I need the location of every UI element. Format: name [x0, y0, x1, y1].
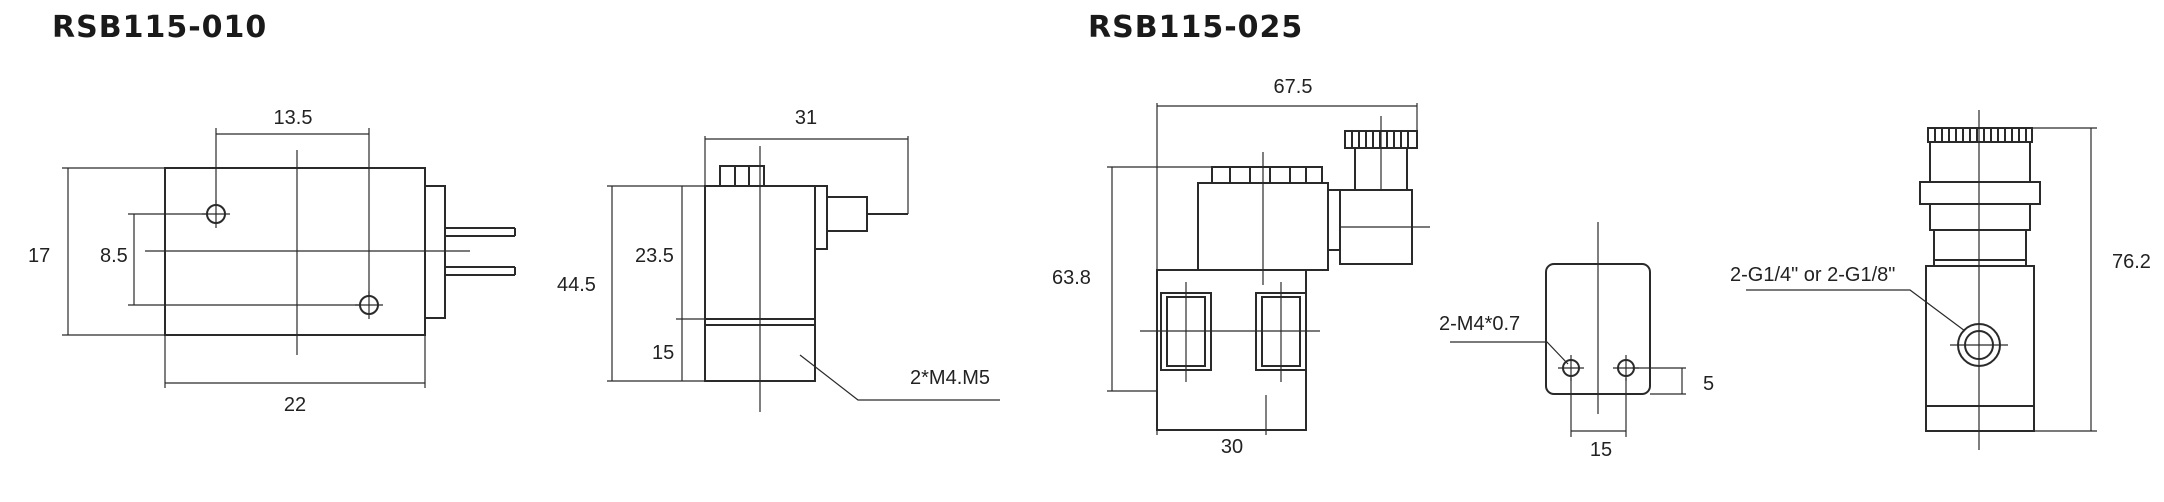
dim-44-5: 44.5 [557, 274, 596, 296]
rsb115-010-front-view [607, 136, 1000, 412]
thread-callout-2: 2-M4*0.7 [1439, 313, 1520, 335]
dim-31: 31 [795, 107, 817, 129]
drawing-title-rsb115-025: RSB115-025 [1088, 10, 1304, 45]
dim-76-2: 76.2 [2112, 251, 2151, 273]
rsb115-025-side-view [1107, 103, 1430, 435]
dim-15: 15 [652, 342, 674, 364]
rsb115-025-front-view [1746, 110, 2097, 450]
dim-67-5: 67.5 [1274, 76, 1313, 98]
dim-17: 17 [28, 245, 50, 267]
port-callout: 2-G1/4" or 2-G1/8" [1730, 264, 1895, 286]
dim-22: 22 [284, 394, 306, 416]
dim-15-b: 15 [1590, 439, 1612, 461]
dim-13-5: 13.5 [274, 107, 313, 129]
dim-8-5: 8.5 [100, 245, 128, 267]
thread-callout: 2*M4.M5 [910, 367, 990, 389]
drawing-title-rsb115-010: RSB115-010 [52, 10, 268, 45]
dim-30: 30 [1221, 436, 1243, 458]
dim-23-5: 23.5 [635, 245, 674, 267]
rsb115-010-side-view [62, 128, 516, 388]
rsb115-025-bottom-view [1450, 222, 1686, 437]
dim-5: 5 [1703, 373, 1714, 395]
dim-63-8: 63.8 [1052, 267, 1091, 289]
